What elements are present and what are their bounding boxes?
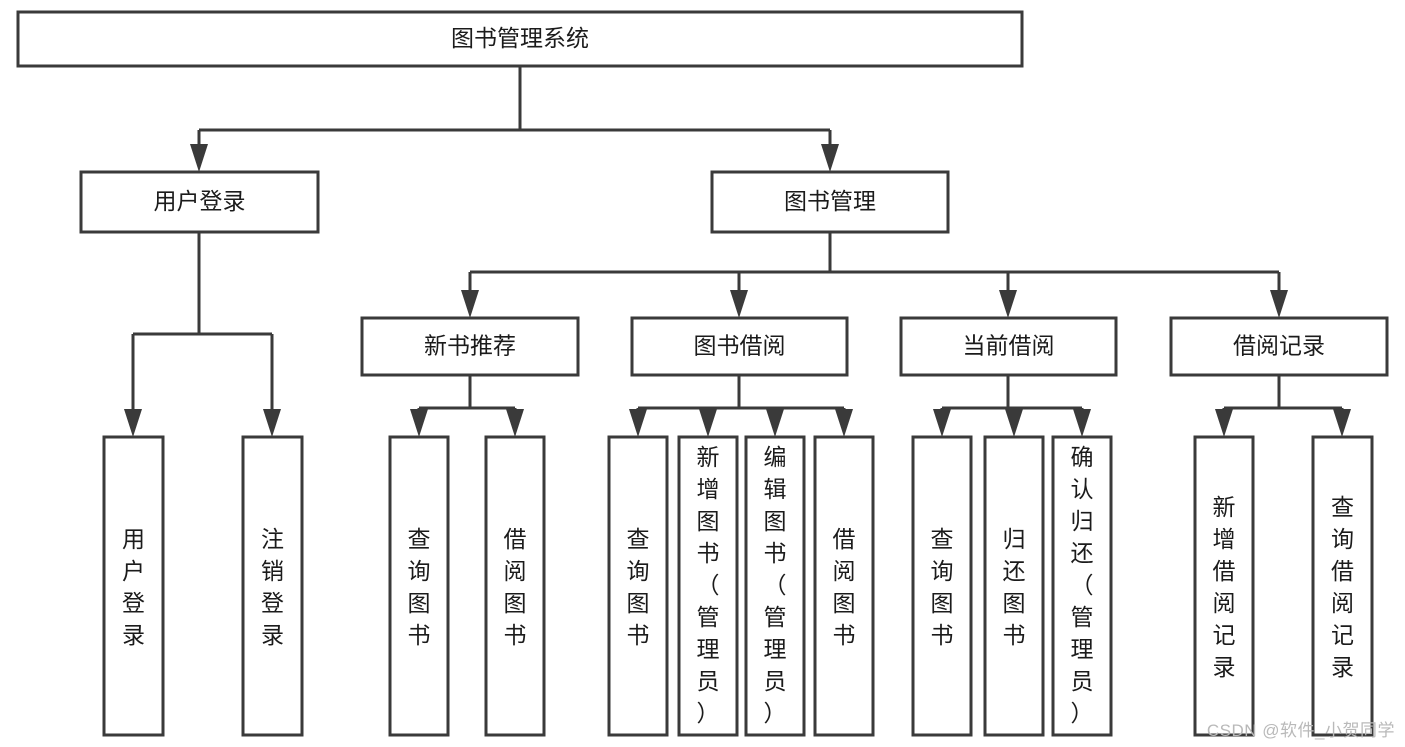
node-label-leaf-query-book-recommend: 查询图书	[408, 526, 431, 648]
node-leaf-user-logout[interactable]: 注销登录	[241, 435, 304, 737]
node-box-leaf-borrow-book-recommend[interactable]	[484, 435, 546, 737]
node-box-leaf-borrow-book[interactable]	[813, 435, 875, 737]
node-box-root[interactable]	[16, 10, 1024, 68]
connector-bus-new-book-recommend	[410, 375, 524, 437]
arrow-head-icon	[766, 409, 784, 437]
node-label-current-borrow: 当前借阅	[963, 333, 1055, 359]
connector-bus-user-login	[124, 232, 281, 437]
node-label-leaf-query-borrow-record: 查询借阅记录	[1331, 494, 1354, 680]
node-root[interactable]: 图书管理系统	[16, 10, 1024, 68]
node-label-leaf-add-borrow-record: 新增借阅记录	[1213, 494, 1236, 680]
node-leaf-confirm-return[interactable]: 确认归还（管理员）	[1051, 435, 1113, 737]
arrow-head-icon	[410, 409, 428, 437]
node-label-leaf-confirm-return: 确认归还（管理员）	[1071, 444, 1094, 726]
node-box-leaf-user-login[interactable]	[102, 435, 165, 737]
node-label-leaf-add-book: 新增图书（管理员）	[697, 444, 720, 726]
node-box-leaf-query-book-borrow[interactable]	[607, 435, 669, 737]
arrow-head-icon	[1073, 409, 1091, 437]
node-box-leaf-query-book-recommend[interactable]	[388, 435, 450, 737]
arrow-head-icon	[699, 409, 717, 437]
node-box-borrow-record[interactable]	[1169, 316, 1389, 377]
node-leaf-borrow-book-recommend[interactable]: 借阅图书	[484, 435, 546, 737]
node-leaf-query-book-current[interactable]: 查询图书	[911, 435, 973, 737]
arrow-head-icon	[1270, 290, 1288, 318]
node-new-book-recommend[interactable]: 新书推荐	[360, 316, 580, 377]
node-borrow-record[interactable]: 借阅记录	[1169, 316, 1389, 377]
node-label-leaf-return-book: 归还图书	[1003, 526, 1026, 648]
node-box-current-borrow[interactable]	[899, 316, 1118, 377]
arrow-head-icon	[1333, 409, 1351, 437]
arrow-head-icon	[730, 290, 748, 318]
connector-bus-book-borrow	[629, 375, 853, 437]
node-box-leaf-add-borrow-record[interactable]	[1193, 435, 1255, 737]
node-label-book-manage: 图书管理	[784, 188, 876, 214]
node-label-leaf-borrow-book: 借阅图书	[833, 526, 856, 648]
arrow-head-icon	[263, 409, 281, 437]
node-leaf-add-book[interactable]: 新增图书（管理员）	[677, 435, 739, 737]
connectors-layer	[124, 66, 1351, 437]
node-leaf-query-borrow-record[interactable]: 查询借阅记录	[1311, 435, 1374, 737]
node-book-manage[interactable]: 图书管理	[710, 170, 950, 234]
connector-bus-current-borrow	[933, 375, 1091, 437]
node-label-leaf-user-login: 用户登录	[122, 526, 145, 648]
node-leaf-query-book-recommend[interactable]: 查询图书	[388, 435, 450, 737]
node-box-leaf-return-book[interactable]	[983, 435, 1045, 737]
node-box-leaf-add-book[interactable]	[677, 435, 739, 737]
node-label-borrow-record: 借阅记录	[1233, 333, 1325, 359]
node-box-book-borrow[interactable]	[630, 316, 849, 377]
node-label-leaf-borrow-book-recommend: 借阅图书	[504, 526, 527, 648]
node-box-leaf-query-book-current[interactable]	[911, 435, 973, 737]
node-label-leaf-query-book-current: 查询图书	[931, 526, 954, 648]
connector-bus-borrow-record	[1215, 375, 1351, 437]
node-leaf-add-borrow-record[interactable]: 新增借阅记录	[1193, 435, 1255, 737]
node-box-leaf-confirm-return[interactable]	[1051, 435, 1113, 737]
arrow-head-icon	[506, 409, 524, 437]
node-box-book-manage[interactable]	[710, 170, 950, 234]
arrow-head-icon	[999, 290, 1017, 318]
connector-bus-root	[190, 66, 839, 172]
node-label-book-borrow: 图书借阅	[694, 333, 786, 359]
node-label-leaf-user-logout: 注销登录	[261, 526, 284, 648]
node-label-user-login: 用户登录	[154, 188, 246, 214]
node-leaf-user-login[interactable]: 用户登录	[102, 435, 165, 737]
arrow-head-icon	[1005, 409, 1023, 437]
node-box-leaf-edit-book[interactable]	[744, 435, 806, 737]
arrow-head-icon	[1215, 409, 1233, 437]
node-book-borrow[interactable]: 图书借阅	[630, 316, 849, 377]
arrow-head-icon	[629, 409, 647, 437]
node-box-leaf-user-logout[interactable]	[241, 435, 304, 737]
arrow-head-icon	[835, 409, 853, 437]
node-box-new-book-recommend[interactable]	[360, 316, 580, 377]
connector-bus-book-manage	[461, 232, 1288, 318]
arrow-head-icon	[821, 144, 839, 172]
node-label-leaf-query-book-borrow: 查询图书	[627, 526, 650, 648]
node-label-new-book-recommend: 新书推荐	[424, 333, 516, 359]
node-label-leaf-edit-book: 编辑图书（管理员）	[764, 444, 787, 726]
arrow-head-icon	[461, 290, 479, 318]
node-current-borrow[interactable]: 当前借阅	[899, 316, 1118, 377]
node-label-root: 图书管理系统	[451, 25, 589, 51]
arrow-head-icon	[190, 144, 208, 172]
nodes-layer: 图书管理系统用户登录图书管理新书推荐图书借阅当前借阅借阅记录用户登录注销登录查询…	[16, 10, 1389, 737]
node-user-login[interactable]: 用户登录	[79, 170, 320, 234]
node-leaf-query-book-borrow[interactable]: 查询图书	[607, 435, 669, 737]
node-box-user-login[interactable]	[79, 170, 320, 234]
node-leaf-return-book[interactable]: 归还图书	[983, 435, 1045, 737]
node-leaf-borrow-book[interactable]: 借阅图书	[813, 435, 875, 737]
arrow-head-icon	[124, 409, 142, 437]
node-leaf-edit-book[interactable]: 编辑图书（管理员）	[744, 435, 806, 737]
node-box-leaf-query-borrow-record[interactable]	[1311, 435, 1374, 737]
arrow-head-icon	[933, 409, 951, 437]
